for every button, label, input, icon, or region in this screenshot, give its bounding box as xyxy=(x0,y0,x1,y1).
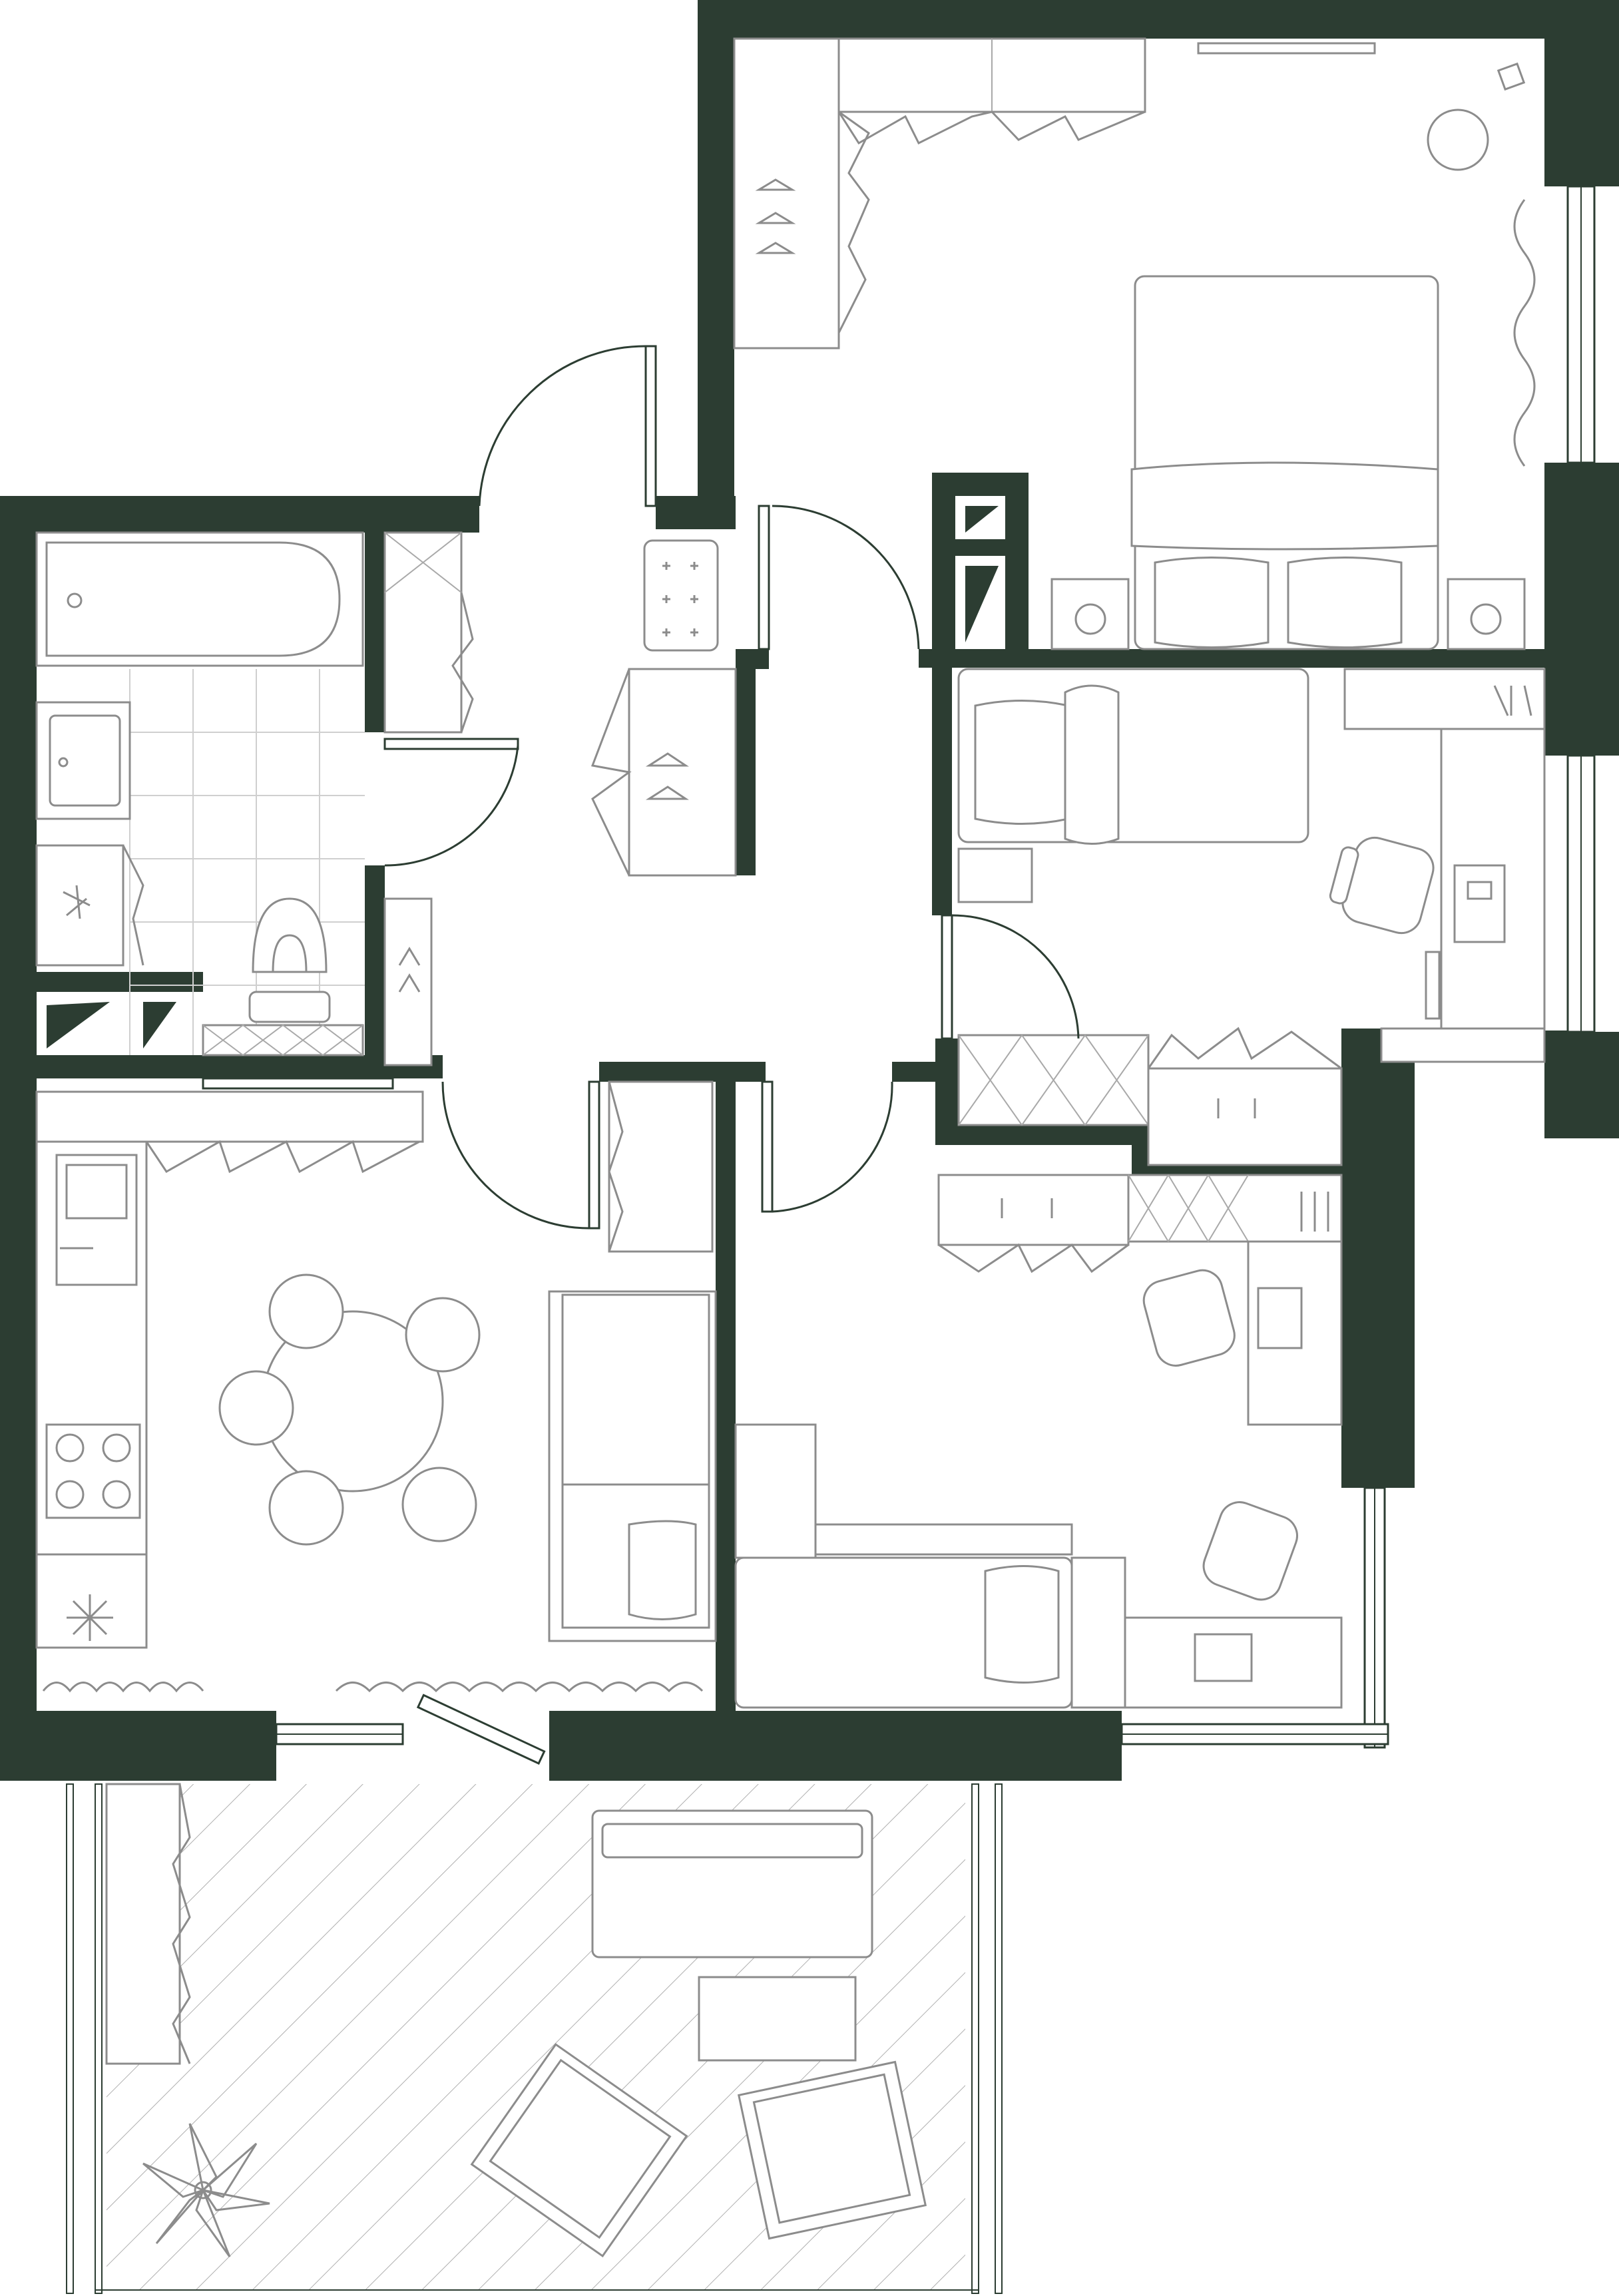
bathtub-icon xyxy=(35,531,364,667)
side-table xyxy=(1427,109,1489,171)
desk-chair-icon xyxy=(1142,1269,1236,1367)
bed-icon xyxy=(1130,275,1439,650)
sink-icon xyxy=(55,1154,138,1286)
coffee-table xyxy=(698,1976,857,2062)
toilet-icon xyxy=(248,897,331,1023)
wardrobe-icon xyxy=(590,668,737,877)
kids-room xyxy=(734,1174,1343,1709)
kitchen-living xyxy=(35,1090,717,1693)
bathroom xyxy=(35,531,365,1056)
armchair-icon xyxy=(470,2042,688,2258)
sink-icon xyxy=(35,701,131,820)
doors xyxy=(383,345,1080,1765)
nightstand xyxy=(957,847,1033,903)
balcony xyxy=(66,1783,1003,2294)
balcony-cabinet xyxy=(105,1783,191,2065)
stove-icon xyxy=(45,1423,141,1519)
bed-icon xyxy=(734,1423,1073,1709)
dining-table-icon xyxy=(218,1273,481,1546)
nightstand xyxy=(1447,578,1526,650)
bedroom-small xyxy=(957,668,1546,1166)
outdoor-sofa-icon xyxy=(591,1809,873,1958)
plant-icon xyxy=(142,2123,270,2257)
walls xyxy=(0,0,1619,1781)
windows xyxy=(202,185,1596,1749)
hallway xyxy=(383,531,737,1253)
bedroom-main xyxy=(733,37,1536,650)
armchair-icon xyxy=(737,2060,927,2240)
desk-chair-icon xyxy=(1329,836,1435,935)
washing-machine-icon xyxy=(35,844,144,967)
wall-niche xyxy=(43,496,1005,1052)
sofa-icon xyxy=(548,1290,717,1642)
nightstand xyxy=(1050,578,1130,650)
bed-icon xyxy=(957,668,1309,845)
desk-chair-icon xyxy=(1202,1501,1298,1601)
